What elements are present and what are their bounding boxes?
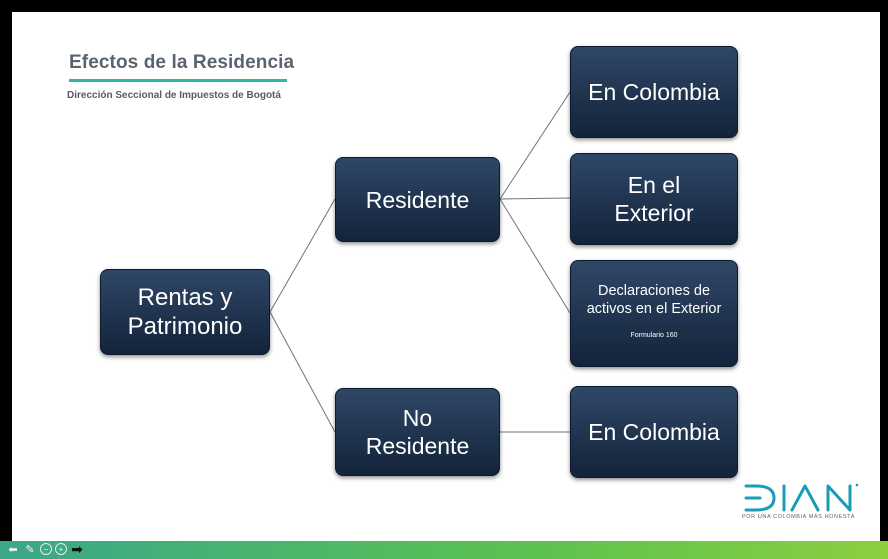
slide-subtitle: Dirección Seccional de Impuestos de Bogo… — [67, 90, 281, 101]
node-declaraciones-note: Formulario 160 — [630, 332, 678, 339]
node-en-el-exterior: En el Exterior — [570, 153, 738, 245]
node-declaraciones: Declaraciones de activos en el Exterior … — [570, 260, 738, 367]
node-en-colombia-2-label: En Colombia — [588, 419, 720, 445]
node-declaraciones-line1: Declaraciones de — [597, 283, 711, 299]
node-residente: Residente — [335, 157, 500, 242]
slide: Efectos de la Residencia Dirección Secci… — [12, 12, 880, 547]
slide-title: Efectos de la Residencia — [69, 52, 295, 73]
node-declaraciones-line2: activos en el Exterior — [586, 301, 722, 317]
node-en-colombia-1: En Colombia — [570, 46, 738, 138]
node-no-residente-line2: Residente — [365, 433, 470, 459]
node-rentas-line1: Rentas y — [137, 284, 233, 311]
diagram-connectors — [269, 91, 571, 433]
node-rentas-line2: Patrimonio — [127, 313, 243, 340]
connector-residente-exterior — [499, 197, 571, 200]
dian-logo — [744, 483, 859, 512]
node-rentas-patrimonio: Rentas y Patrimonio — [100, 269, 270, 355]
node-exterior-line1: En el — [627, 172, 681, 198]
arrow-right-icon[interactable]: ➡ — [71, 540, 83, 557]
node-exterior-line2: Exterior — [614, 200, 694, 226]
node-no-residente: No Residente — [335, 388, 500, 476]
slide-toolbar: ⬅ ✎ − + ➡ — [6, 541, 84, 557]
node-no-residente-line1: No — [402, 405, 433, 431]
arrow-left-icon[interactable]: ⬅ — [8, 543, 18, 556]
node-en-colombia-2: En Colombia — [570, 386, 738, 478]
node-en-colombia-1-label: En Colombia — [588, 79, 720, 105]
connector-residente-colombia — [499, 91, 571, 200]
bottom-bar — [0, 541, 888, 559]
connector-root-residente — [269, 198, 336, 313]
dian-tagline: POR UNA COLOMBIA MÁS HONESTA — [742, 514, 855, 520]
node-residente-label: Residente — [365, 186, 470, 213]
zoom-out-icon[interactable]: − — [40, 543, 52, 555]
title-underline — [69, 79, 287, 82]
pen-icon[interactable]: ✎ — [25, 543, 35, 556]
zoom-in-icon[interactable]: + — [55, 543, 67, 555]
connector-residente-declaraciones — [499, 198, 571, 314]
connector-root-no-residente — [269, 311, 336, 433]
